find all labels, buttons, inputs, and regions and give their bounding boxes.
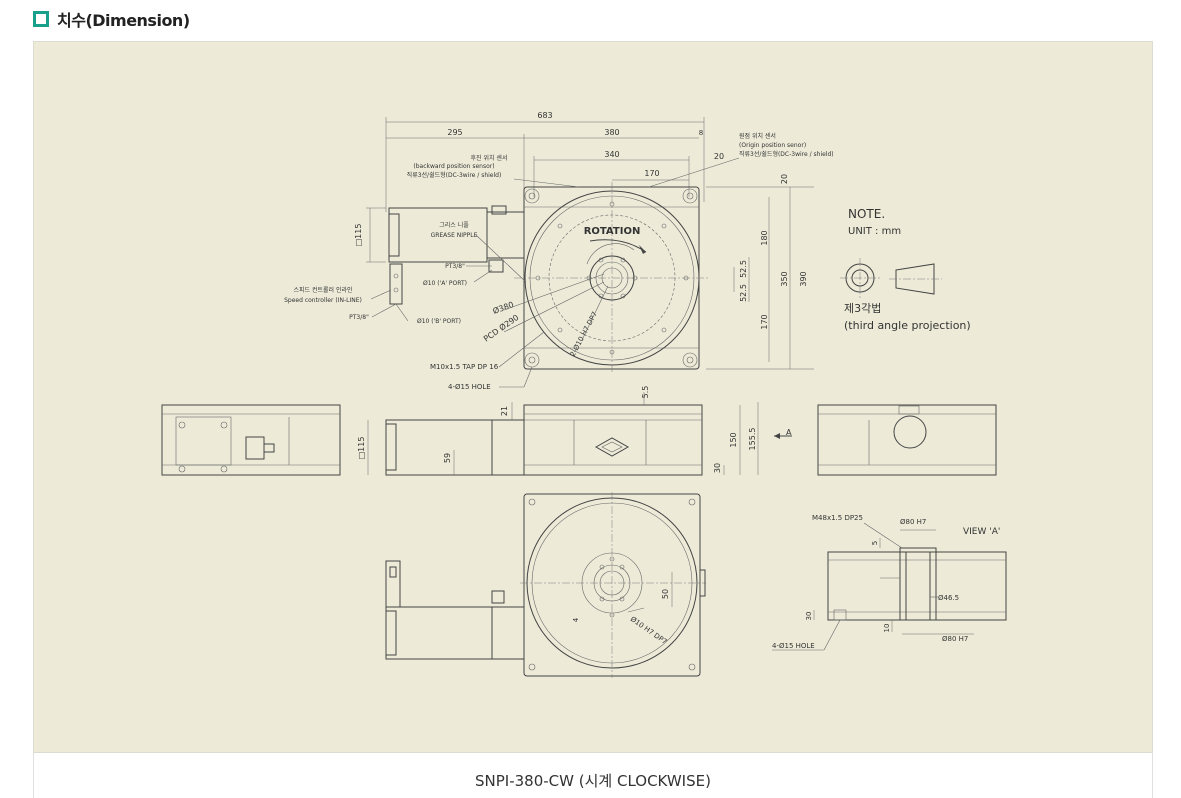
dim-52-5-lower: 52.5: [739, 284, 748, 302]
dim-5-5: 5.5: [641, 386, 650, 399]
d46-5-label: Ø46.5: [938, 594, 959, 602]
section-title: 치수(Dimension): [57, 11, 190, 30]
backward-sensor-wire: 직류3선/쉴드형(DC-3wire / shield): [407, 171, 502, 179]
dim-21: 21: [500, 406, 509, 416]
dim-683: 683: [537, 111, 552, 120]
origin-sensor-en: (Origin position senor): [739, 142, 806, 149]
hole-label-side: 4-Ø15 HOLE: [772, 642, 815, 650]
dim-10: 10: [883, 624, 891, 633]
port-b-label: Ø10 ('B' PORT): [417, 318, 461, 325]
m48-label: M48x1.5 DP25: [812, 514, 863, 522]
dim-4: 4: [572, 617, 580, 622]
dim-square-115-front: □115: [357, 437, 366, 460]
dim-170-vertical: 170: [760, 314, 769, 329]
dim-30-front: 30: [713, 463, 722, 473]
view-a-label: VIEW 'A': [963, 527, 1000, 537]
origin-sensor-wire: 직류3선/쉴드형(DC-3wire / shield): [739, 150, 834, 158]
top-view: 683 295 380 8 340 20 170: [284, 111, 834, 391]
dim-8: 8: [699, 129, 703, 137]
dim-5: 5: [871, 541, 879, 545]
dim-20-right: 20: [780, 174, 789, 184]
dim-390: 390: [799, 271, 808, 286]
dim-180: 180: [760, 230, 769, 245]
pin-hole-label: 2-Ø10 H7 DP7: [569, 310, 599, 358]
technical-drawing-svg: 683 295 380 8 340 20 170: [161, 111, 1007, 678]
d80-top-label: Ø80 H7: [900, 518, 926, 526]
dim-square-115-top: □115: [354, 224, 363, 247]
model-caption: SNPI-380-CW (시계 CLOCKWISE): [33, 753, 1153, 798]
dim-59: 59: [443, 453, 452, 463]
section-header: 치수(Dimension): [33, 6, 190, 32]
dimension-drawing: 683 295 380 8 340 20 170: [33, 41, 1153, 753]
pcd-290-label: PCD Ø290: [481, 312, 520, 344]
grease-nipple-ko: 그리스 니플: [439, 221, 469, 229]
origin-sensor-ko: 원점 위치 센서: [739, 132, 776, 140]
pin-hole-bottom-label: Ø10 H7 DP7: [629, 615, 669, 646]
note-title: NOTE.: [848, 207, 885, 221]
hole-label-top: 4-Ø15 HOLE: [448, 383, 491, 391]
note-unit: UNIT : mm: [848, 226, 901, 237]
front-view: 5.5 21 150 155.5 30 59 □115 A: [357, 386, 792, 476]
d80-bottom-label: Ø80 H7: [942, 635, 968, 643]
dim-340: 340: [604, 150, 619, 159]
right-side-view: [817, 404, 997, 476]
grease-nipple-en: GREASE NIPPLE: [431, 232, 478, 239]
speed-controller-ko: 스피드 컨트롤러 인라인: [293, 286, 352, 294]
dim-295: 295: [447, 128, 462, 137]
pt38-b-label: PT3/8": [349, 314, 369, 321]
dim-155-5: 155.5: [748, 428, 757, 451]
dim-30-view-a: 30: [805, 612, 813, 621]
arrow-a-label: A: [786, 428, 792, 437]
speed-controller-en: Speed controller (IN-LINE): [284, 297, 362, 304]
dim-170: 170: [644, 169, 659, 178]
dim-150: 150: [729, 432, 738, 447]
backward-sensor-ko: 후진 위치 센서: [471, 154, 508, 162]
left-side-view: [161, 404, 341, 476]
rotation-label: ROTATION: [584, 226, 641, 237]
dim-20-top: 20: [714, 152, 724, 161]
view-a: VIEW 'A' M48x1.5 DP25 Ø80 H7 Ø46.5 Ø80 H…: [772, 514, 1007, 651]
pt38-a-label: PT3/8": [445, 263, 465, 270]
square-outline-icon: [33, 11, 49, 27]
dim-50: 50: [661, 589, 670, 599]
dim-350: 350: [780, 271, 789, 286]
backward-sensor-en: (backward position sensor): [413, 163, 494, 170]
port-a-label: Ø10 ('A' PORT): [423, 280, 467, 287]
note-block: NOTE. UNIT : mm 제3각법 (third angle projec…: [840, 207, 971, 332]
dim-52-5-upper: 52.5: [739, 260, 748, 278]
projection-ko: 제3각법: [844, 302, 881, 315]
bottom-view: 50 4 Ø10 H7 DP7: [385, 492, 706, 678]
tap-label: M10x1.5 TAP DP 16: [430, 363, 499, 371]
projection-en: (third angle projection): [844, 319, 971, 332]
dim-380: 380: [604, 128, 619, 137]
